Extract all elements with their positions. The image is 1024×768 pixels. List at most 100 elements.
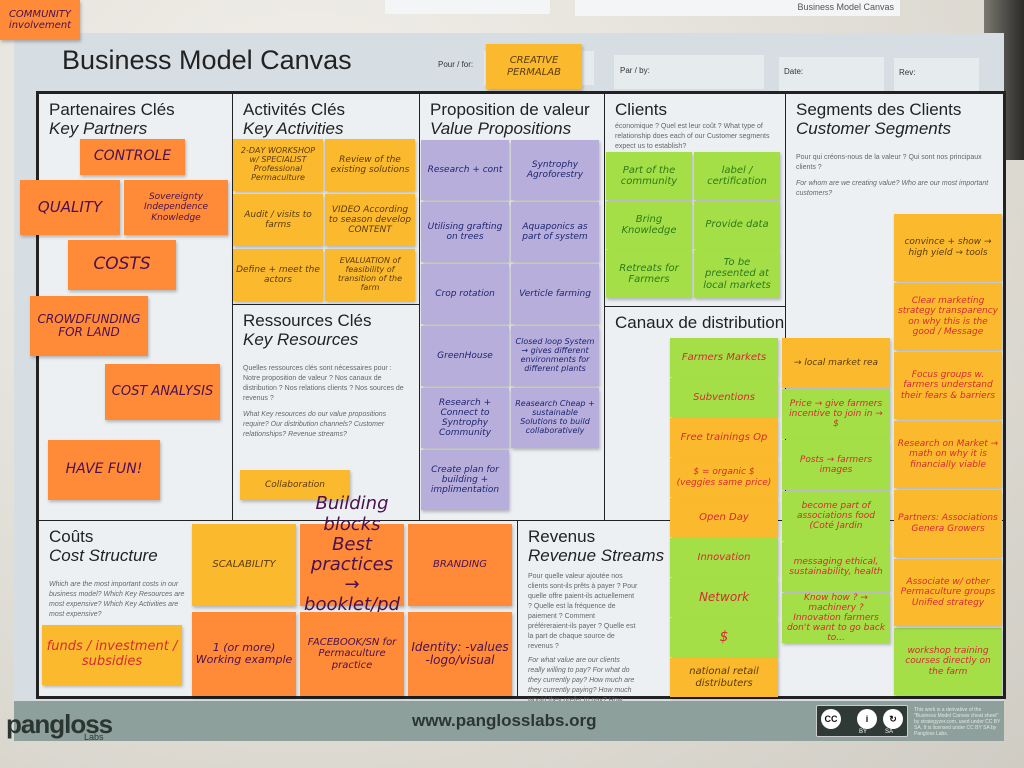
sticky-note[interactable]: EVALUATION of feasibility of transition …: [325, 249, 415, 301]
section-title-fr: Ressources Clés: [243, 311, 372, 330]
section-title-en: Revenue Streams: [528, 546, 665, 565]
sticky-note[interactable]: Research on Market → math on why it is f…: [894, 421, 1002, 488]
section-title-fr: Clients: [615, 100, 667, 119]
sticky-note[interactable]: Create plan for building + implimentatio…: [421, 450, 509, 510]
sticky-note[interactable]: Price → give farmers incentive to join i…: [782, 389, 890, 439]
sticky-note[interactable]: Crop rotation: [421, 264, 509, 324]
sticky-note[interactable]: GreenHouse: [421, 326, 509, 386]
field-by-label: Par / by:: [620, 66, 650, 75]
sticky-note[interactable]: become part of associations food (Coté J…: [782, 491, 890, 541]
sticky-note[interactable]: Subventions: [670, 378, 778, 417]
sticky-note[interactable]: Focus groups w. farmers understand their…: [894, 352, 1002, 419]
sticky-note[interactable]: Identity: -values -logo/visual: [408, 612, 512, 696]
sticky-note[interactable]: Verticle farming: [511, 264, 599, 324]
sticky-note[interactable]: workshop training courses directly on th…: [894, 628, 1002, 695]
sticky-note[interactable]: Utilising grafting on trees: [421, 202, 509, 262]
sticky-note[interactable]: funds / investment / subsidies: [42, 625, 182, 685]
sticky-note[interactable]: Research + Connect to Syntrophy Communit…: [421, 388, 509, 448]
section-title-en: Key Resources: [243, 330, 359, 349]
canvas-footer: pangloss Labs www.panglosslabs.org CC i …: [6, 701, 1004, 742]
sticky-note[interactable]: Collaboration: [240, 470, 350, 500]
sticky-note[interactable]: COSTS: [68, 240, 176, 290]
sticky-note[interactable]: HAVE FUN!: [48, 440, 160, 500]
sticky-note[interactable]: CREATIVE PERMALAB: [486, 44, 582, 89]
sticky-note[interactable]: COMMUNITY involvement: [0, 0, 80, 40]
section-title-en: Value Propositions: [430, 119, 572, 138]
sticky-note[interactable]: convince + show → high yield → tools: [894, 214, 1002, 281]
sticky-note[interactable]: Closed loop System → gives different env…: [511, 326, 599, 386]
by-label: BY: [859, 729, 868, 735]
sticky-note[interactable]: QUALITY: [20, 180, 120, 235]
sticky-note[interactable]: national retail distributers: [670, 658, 778, 697]
sticky-note[interactable]: Bring Knowledge: [606, 201, 692, 249]
sticky-note[interactable]: COST ANALYSIS: [105, 364, 220, 420]
sticky-note[interactable]: $: [670, 618, 778, 657]
sticky-note[interactable]: Define + meet the actors: [233, 249, 323, 301]
sticky-note[interactable]: BRANDING: [408, 524, 512, 606]
field-date-label: Date:: [784, 67, 804, 76]
sticky-note[interactable]: Research + cont: [421, 140, 509, 200]
sticky-note[interactable]: Know how ? → machinery ? Innovation farm…: [782, 593, 890, 643]
sa-label: SA: [885, 729, 894, 735]
sticky-note[interactable]: Farmers Markets: [670, 338, 778, 377]
background-paper-title: Business Model Canvas: [575, 0, 900, 16]
section-title-fr: Activités Clés: [243, 100, 346, 119]
field-rev-box: [894, 58, 979, 92]
sticky-note[interactable]: Syntrophy Agroforestry: [511, 140, 599, 200]
section-title-fr: Partenaires Clés: [49, 100, 175, 119]
section-title-fr: Segments des Clients: [796, 100, 962, 119]
sticky-note[interactable]: Part of the community: [606, 152, 692, 200]
section-title-en: Key Activities: [243, 119, 344, 138]
section-title-fr: Proposition de valeur: [430, 100, 590, 119]
sticky-note[interactable]: VIDEO According to season develop CONTEN…: [325, 194, 415, 246]
license-text: This work is a derivative of the "Busine…: [914, 707, 1001, 737]
sticky-note[interactable]: Review of the existing solutions: [325, 139, 415, 191]
sticky-note[interactable]: To be presented at local markets: [694, 250, 780, 298]
sticky-note[interactable]: Retreats for Farmers: [606, 250, 692, 298]
sticky-note[interactable]: messaging ethical, sustainability, healt…: [782, 542, 890, 592]
canvas-title: Business Model Canvas: [62, 45, 352, 75]
sticky-note[interactable]: FACEBOOK/SN for Permaculture practice: [300, 612, 404, 696]
sticky-note[interactable]: → local market rea: [782, 338, 890, 388]
sticky-note[interactable]: CONTROLE: [80, 139, 185, 175]
section-title-en: Cost Structure: [49, 546, 158, 565]
field-for-label: Pour / for:: [438, 60, 474, 69]
sticky-note[interactable]: 1 (or more) Working example: [192, 612, 296, 696]
sticky-note[interactable]: Network: [670, 578, 778, 617]
section-title-fr: Canaux de distribution: [615, 313, 785, 332]
sticky-note[interactable]: Posts → farmers images: [782, 440, 890, 490]
sticky-note[interactable]: Free trainings Op: [670, 418, 778, 457]
sticky-note[interactable]: Innovation: [670, 538, 778, 577]
field-by-box: [614, 55, 764, 89]
section-questions-en: What Key resources do our value proposit…: [243, 411, 387, 438]
website-url: www.panglosslabs.org: [412, 711, 597, 730]
cc-icon: CC: [821, 709, 841, 729]
sticky-note[interactable]: label / certification: [694, 152, 780, 200]
share-alike-icon: ↻: [883, 709, 903, 729]
sticky-note[interactable]: Provide data: [694, 201, 780, 249]
section-questions-fr: Pour qui créons-nous de la valeur ? Qui …: [796, 154, 982, 171]
cc-license-badge: CC i ↻ BY SA: [816, 705, 908, 737]
sticky-note[interactable]: Building blocks Best practices → booklet…: [300, 494, 404, 635]
sticky-note[interactable]: Associate w/ other Permaculture groups U…: [894, 559, 1002, 626]
sticky-note[interactable]: $ = organic $ (veggies same price): [670, 458, 778, 497]
sticky-note[interactable]: Sovereignty Independence Knowledge: [124, 180, 228, 235]
section-questions-fr: Pour quelle valeur ajoutée nos clients s…: [528, 573, 638, 650]
by-attribution-icon: i: [857, 709, 877, 729]
section-title-fr: Revenus: [528, 527, 596, 546]
pangloss-logo-sub: Labs: [84, 732, 104, 742]
sticky-note[interactable]: Clear marketing strategy transparency on…: [894, 283, 1002, 350]
section-questions-fr: Quelles ressources clés sont nécessaires…: [243, 365, 404, 402]
field-date-box: [779, 57, 884, 91]
section-title-fr: Coûts: [49, 527, 94, 546]
sticky-note[interactable]: Aquaponics as part of system: [511, 202, 599, 262]
sticky-note[interactable]: Reasearch Cheap + sustainable Solutions …: [511, 388, 599, 448]
sticky-note[interactable]: Open Day: [670, 498, 778, 537]
background-paper: [385, 0, 550, 14]
sticky-note[interactable]: 2-DAY WORKSHOP w/ SPECIALIST Professiona…: [233, 139, 323, 191]
section-questions-en: For whom are we creating value? Who are …: [796, 180, 989, 197]
sticky-note[interactable]: CROWDFUNDING FOR LAND: [30, 296, 148, 356]
sticky-note[interactable]: Audit / visits to farms: [233, 194, 323, 246]
sticky-note[interactable]: Partners: Associations Genera Growers: [894, 490, 1002, 557]
sticky-note[interactable]: SCALABILITY: [192, 524, 296, 606]
